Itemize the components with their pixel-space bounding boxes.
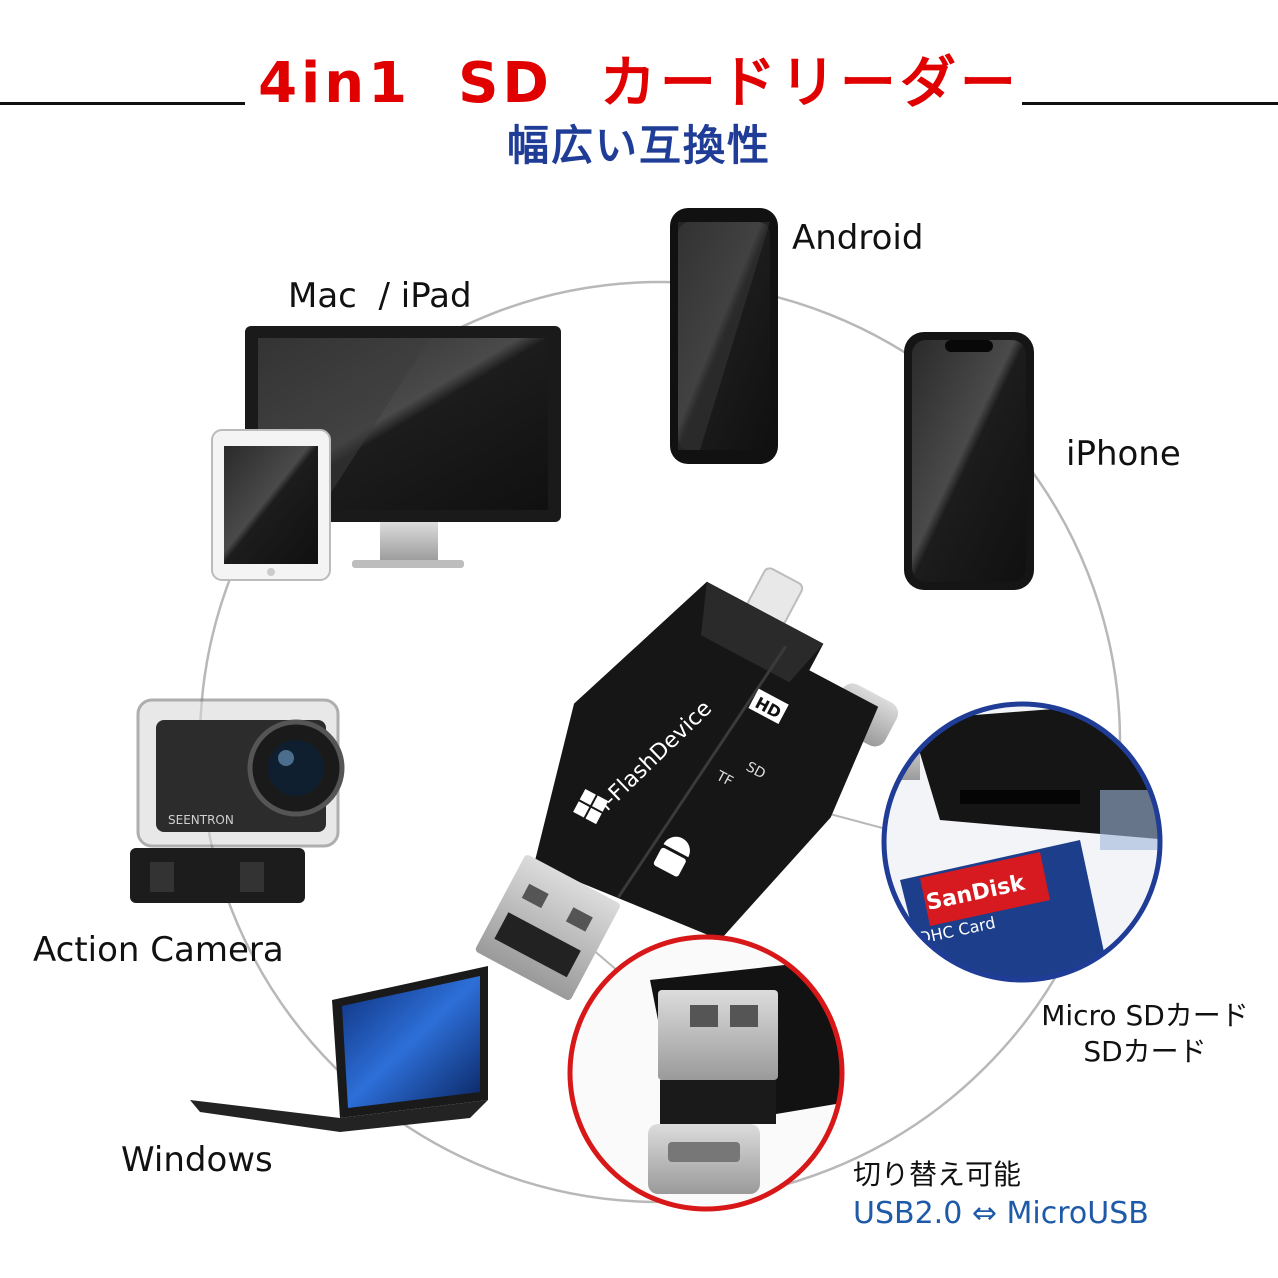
ipad-icon [211,429,331,581]
title-rule-right [1022,102,1278,105]
action-camera-icon: SEENTRON [130,698,345,903]
card-reader-icon: i-FlashDevice HD SD TF [475,567,899,1001]
sd-card-callout: SanDisk SDHC Card [881,701,1163,983]
windows-label: Windows [121,1140,273,1180]
card-label-line1: Micro SDカード [1041,999,1249,1032]
connector-callout [567,934,845,1212]
page-subtitle: 幅広い互換性 [506,121,771,170]
reader-tf-mark: TF [713,768,736,790]
camera-brand-label: SEENTRON [168,813,234,827]
android-label: Android [792,218,924,258]
title-rule-left [0,102,245,105]
page-title: 4in1 SD カードリーダー [258,51,1020,116]
iphone-icon [904,332,1034,590]
android-logo-icon [653,836,690,877]
iphone-label: iPhone [1066,434,1181,474]
windows-laptop-icon [190,966,488,1132]
card-label-line2: SDカード [1083,1035,1207,1068]
windows-logo-icon [573,788,609,825]
android-phone-icon [670,208,778,464]
switch-label: 切り替え可能 [853,1158,1022,1191]
mac-ipad-label: Mac / iPad [288,276,472,316]
action-camera-label: Action Camera [33,930,284,970]
usb-switch-label: USB2.0 ⇔ MicroUSB [853,1196,1149,1231]
